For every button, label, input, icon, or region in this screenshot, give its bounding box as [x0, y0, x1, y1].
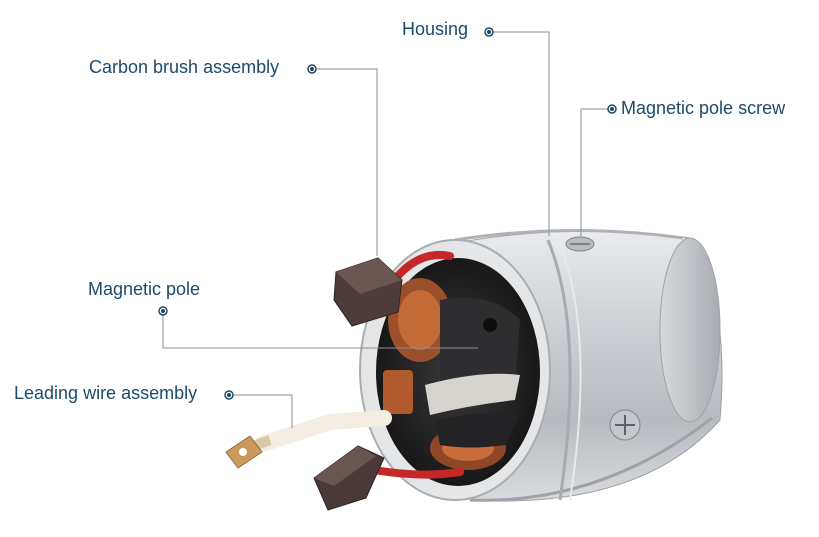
bullet-dot-icon: [484, 27, 494, 37]
bullet-dot-icon: [224, 390, 234, 400]
leader-magnetic-pole: [162, 311, 478, 349]
leader-lines: [162, 31, 612, 428]
leader-carbon-brush: [315, 68, 378, 256]
bullet-dot-icon: [307, 64, 317, 74]
magnetic-pole-shape: [425, 297, 520, 448]
carbon-brush-top: [333, 257, 403, 327]
label-carbon-brush-assembly: Carbon brush assembly: [89, 57, 280, 77]
label-magnetic-pole: Magnetic pole: [88, 279, 201, 299]
label-magnetic-pole-screw: Magnetic pole screw: [621, 98, 786, 118]
bullet-dots: [158, 27, 617, 400]
leader-leading-wire: [234, 394, 293, 428]
leading-wire: [225, 410, 392, 469]
housing-screw-side: [609, 409, 641, 441]
carbon-brush-bottom: [313, 445, 385, 511]
housing-screw-top: [565, 236, 595, 252]
red-wires: [371, 251, 464, 479]
label-housing: Housing: [402, 19, 469, 39]
bullet-dot-icon: [158, 306, 168, 316]
leader-magnetic-pole-screw: [580, 108, 612, 236]
leader-housing: [493, 31, 550, 236]
label-leading-wire-assembly: Leading wire assembly: [14, 383, 198, 403]
bullet-dot-icon: [607, 104, 617, 114]
